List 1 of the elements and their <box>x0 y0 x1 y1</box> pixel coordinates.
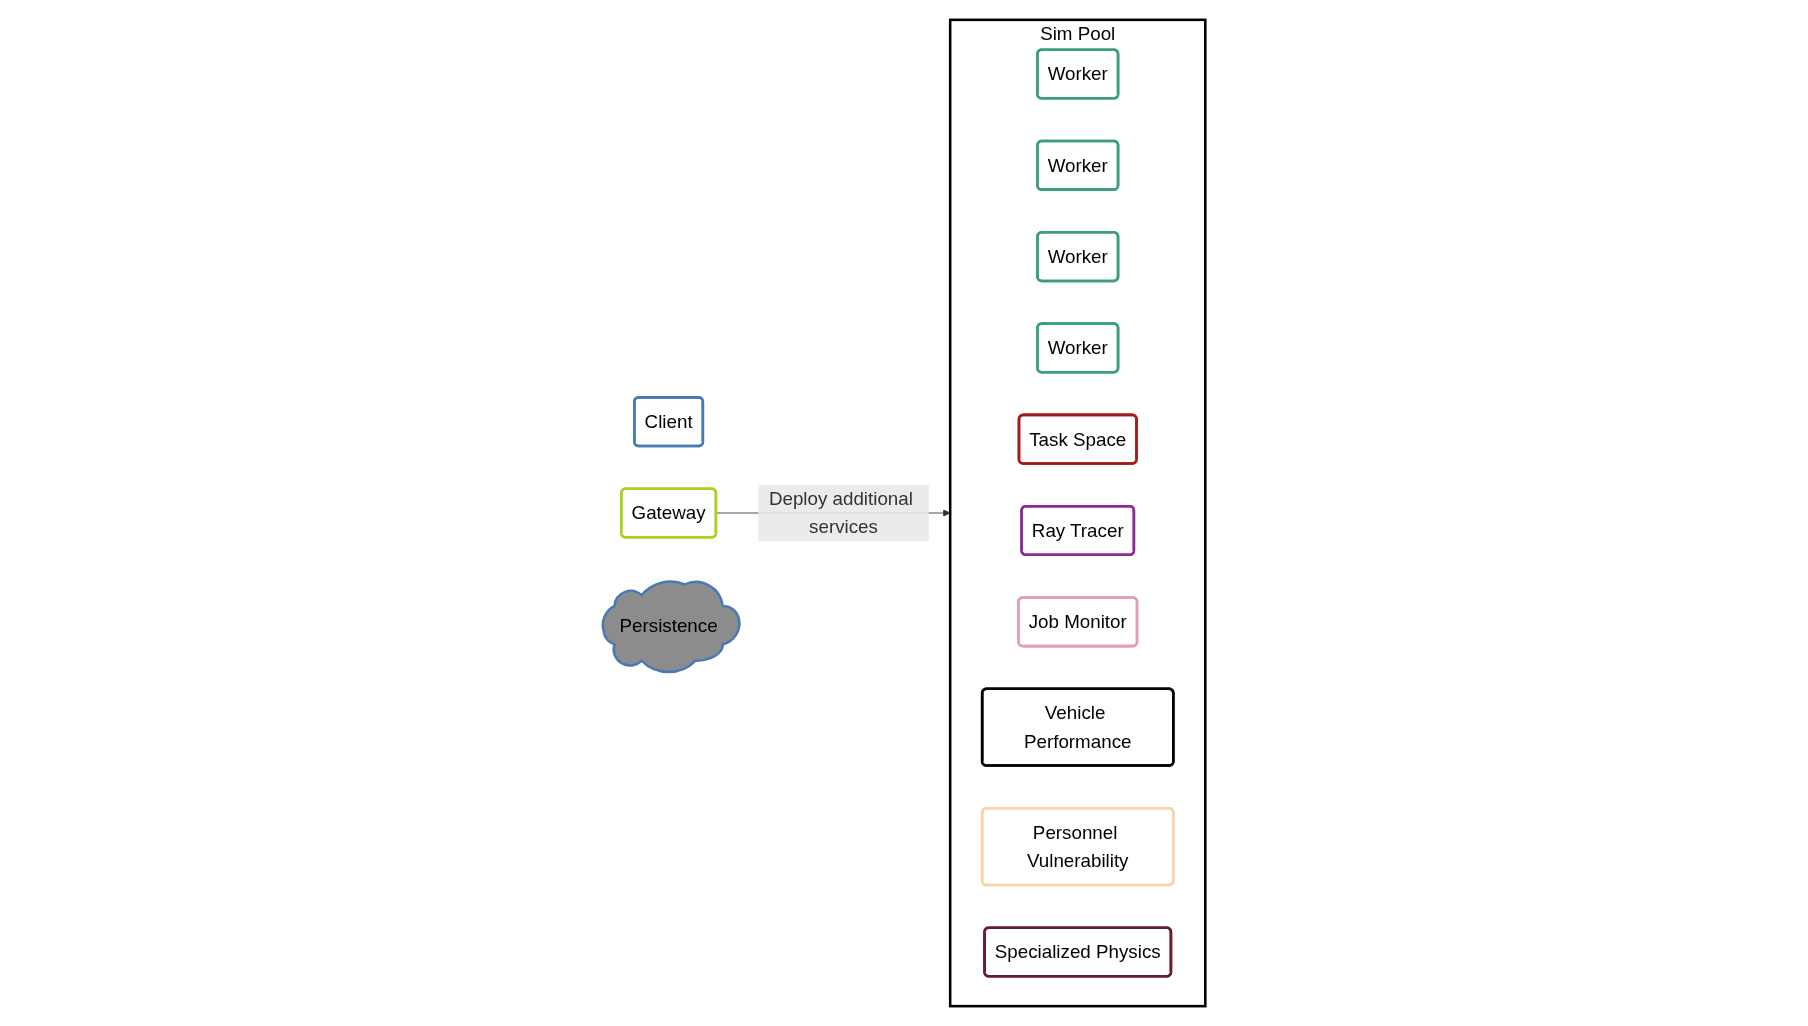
edge-label: Deploy additional services <box>768 488 913 538</box>
